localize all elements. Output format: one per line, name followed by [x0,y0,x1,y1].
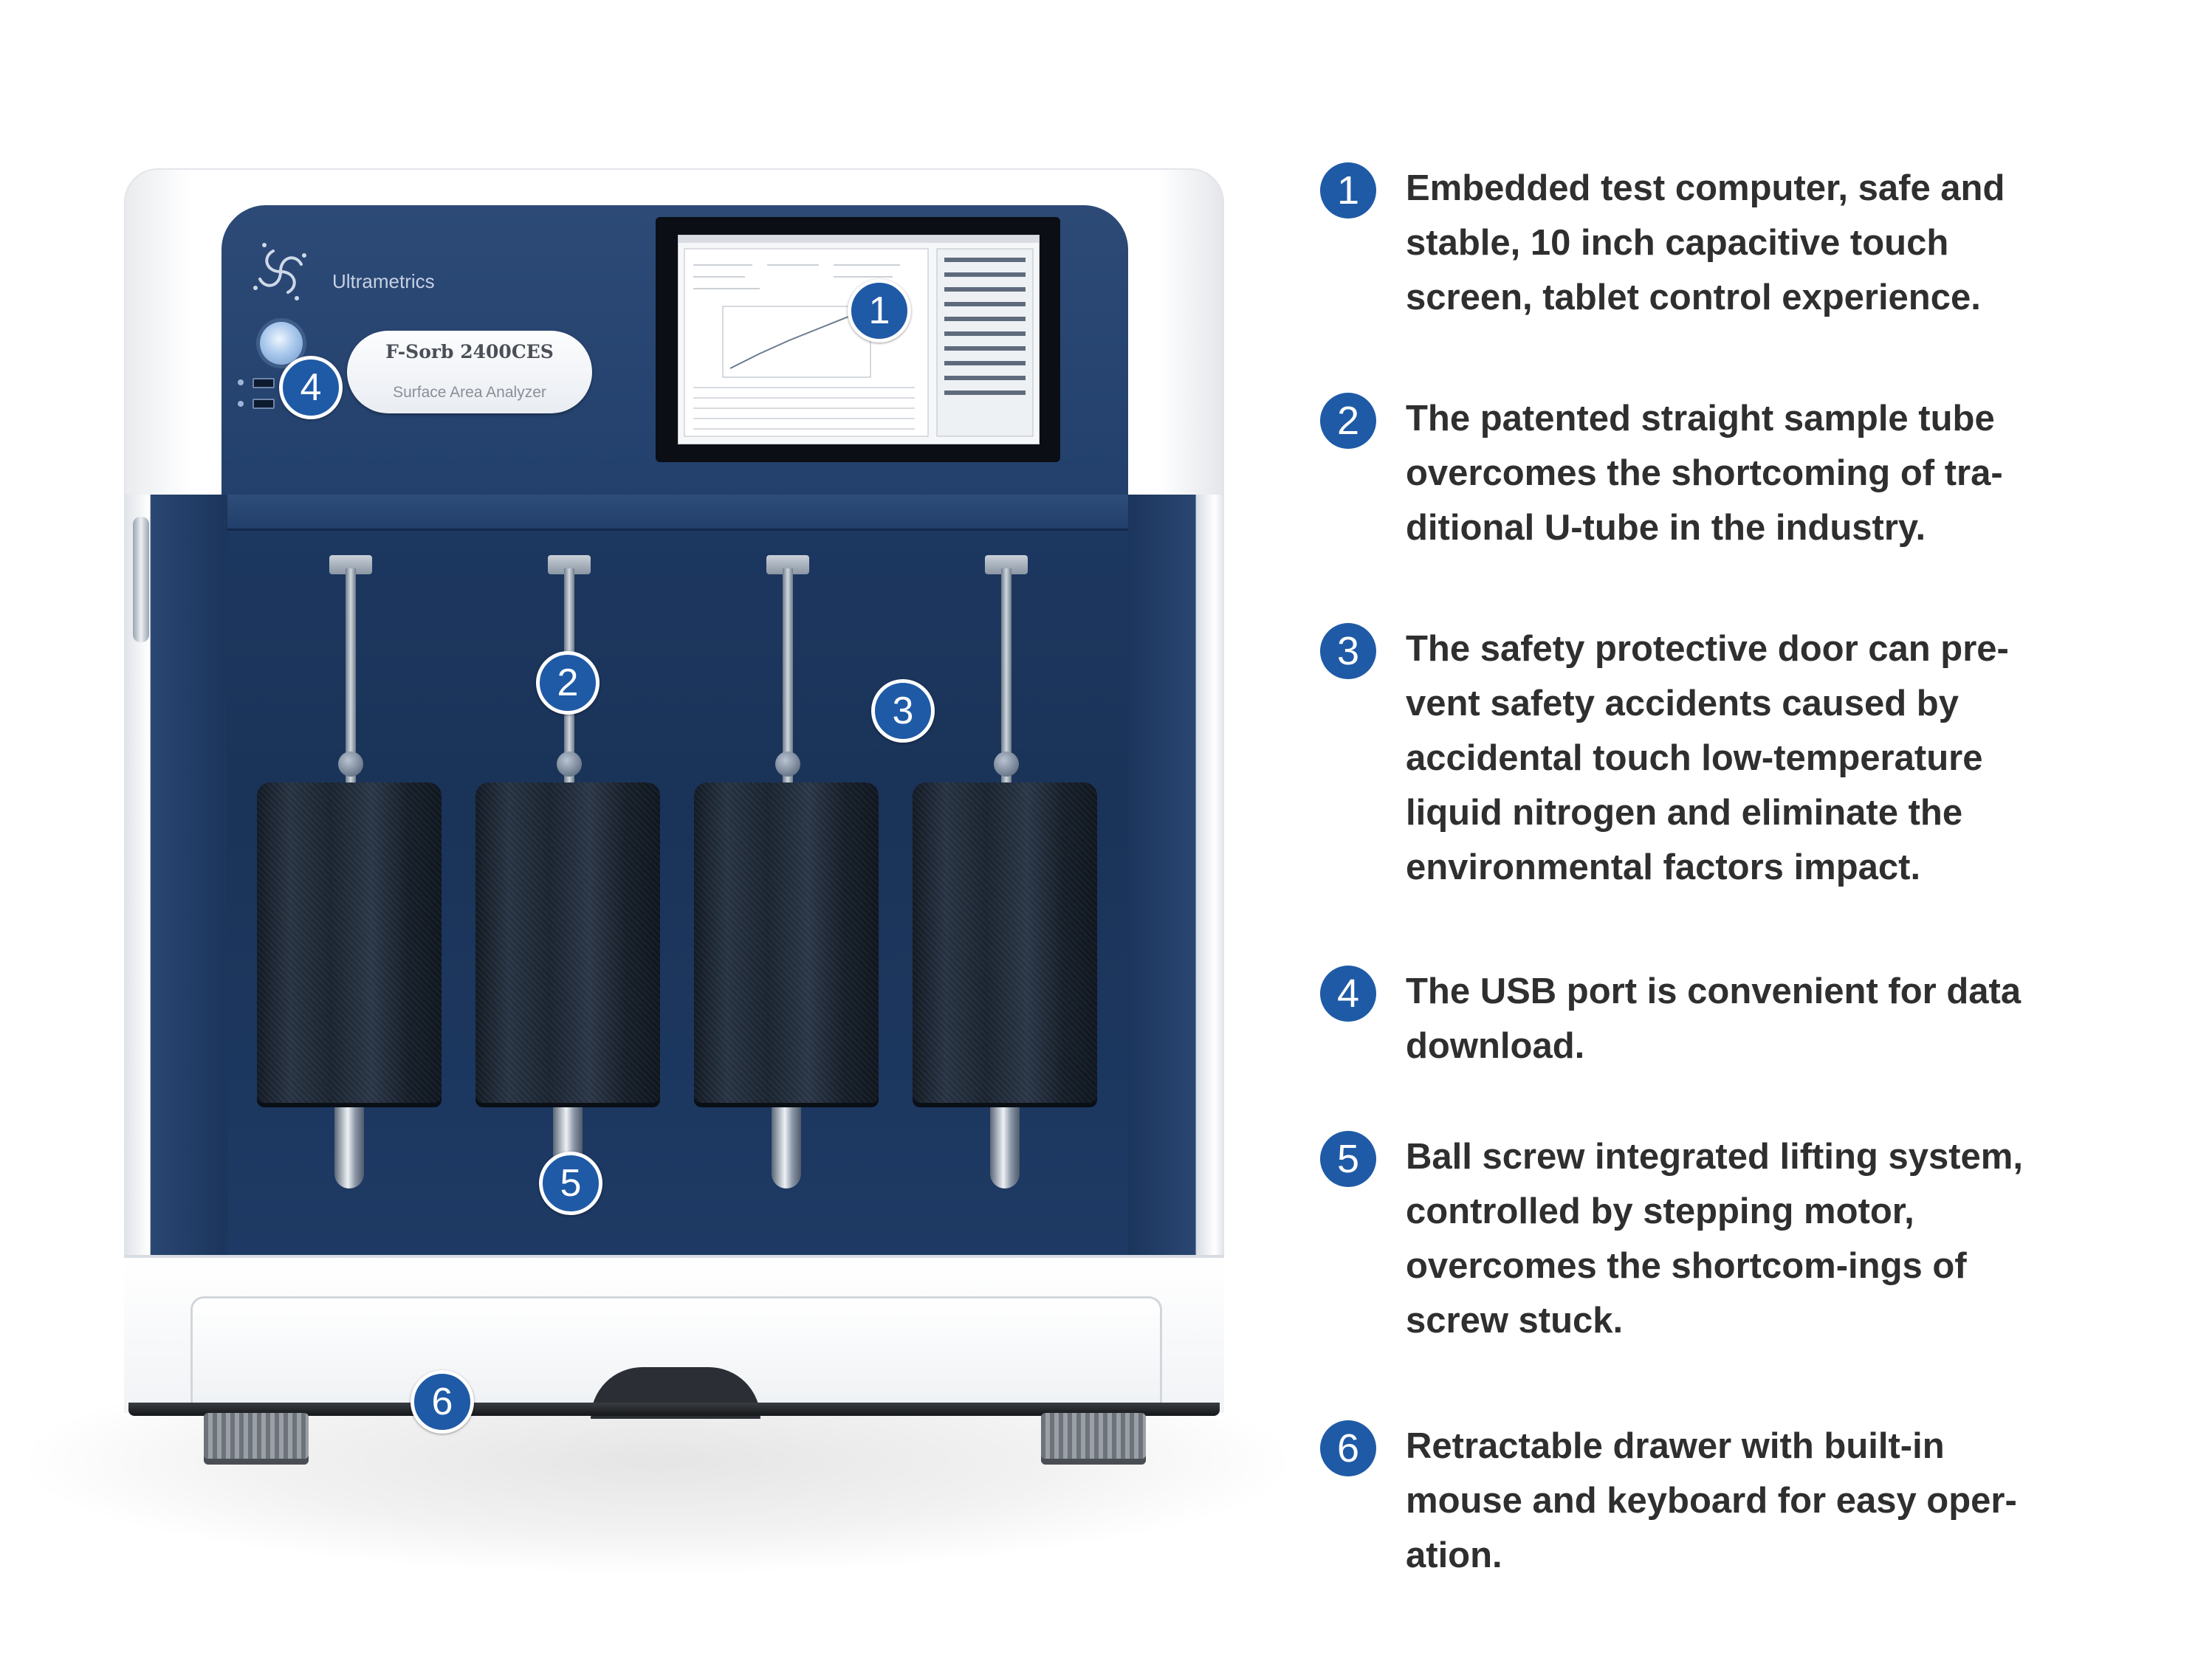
sample-tube [334,1107,364,1189]
feature-item: 5 Ball screw integrated lifting system, … [1320,1129,2058,1358]
sample-bulb [557,751,582,777]
brand-logo-icon [253,243,306,300]
status-led [238,379,244,385]
instrument-foot [1041,1413,1146,1459]
feature-number-badge: 4 [1320,966,1376,1022]
dewar-flask [913,782,1097,1107]
base-trim [128,1403,1220,1416]
feature-item: 2 The patented straight sample tube over… [1320,391,2058,561]
feature-number-badge: 3 [1320,623,1376,679]
dewar-flask [475,782,660,1107]
callout-2: 2 [536,651,600,715]
model-plate: F-Sorb 2400CES Surface Area Analyzer [347,331,592,413]
model-subtitle: Surface Area Analyzer [393,384,546,401]
instrument-foot [204,1413,309,1459]
feature-description: Retractable drawer with built-in mouse a… [1406,1426,2017,1575]
feature-description: Ball screw integrated lifting system, co… [1406,1137,2023,1341]
gas-manifold [227,495,1128,531]
feature-number-badge: 1 [1320,162,1376,219]
usb-port[interactable] [253,399,275,409]
screen-content [679,235,1039,437]
ball-screw-rod [1001,568,1011,790]
callout-1: 1 [848,279,911,343]
feature-description: The patented straight sample tube overco… [1406,399,2003,548]
callout-6: 6 [411,1370,474,1434]
sample-tube [772,1107,801,1189]
touch-screen[interactable] [678,235,1040,444]
status-led [238,401,244,407]
feature-item: 3 The safety protective door can pre-ven… [1320,622,2058,902]
feature-number-badge: 6 [1320,1420,1376,1476]
protective-door-edge [1128,495,1224,1255]
sample-bulb [338,751,363,777]
ball-screw-rod [346,568,356,790]
dewar-flask [257,782,442,1107]
brand-name: Ultrametrics [332,270,435,292]
feature-item: 6 Retractable drawer with built-in mouse… [1320,1419,2058,1596]
sample-bulb [775,751,800,777]
callout-3: 3 [871,679,935,743]
instrument-illustration: Ultrametrics F-Sorb 2400CES Surface Area… [124,168,1224,1459]
callout-4: 4 [279,356,343,419]
feature-description: The safety protective door can pre-vent … [1406,629,2009,887]
feature-item: 4 The USB port is convenient for data do… [1320,964,2058,1082]
dewar-flask [694,782,879,1107]
door-handle[interactable] [133,517,149,642]
feature-description: Embedded test computer, safe and stable,… [1406,168,2005,317]
feature-item: 1 Embedded test computer, safe and stabl… [1320,161,2058,331]
sample-tube [990,1107,1020,1189]
feature-number-badge: 5 [1320,1131,1376,1187]
ball-screw-rod [783,568,793,790]
feature-number-badge: 2 [1320,393,1376,449]
sample-bulb [994,751,1019,777]
feature-description: The USB port is convenient for data down… [1406,971,2022,1066]
usb-port[interactable] [253,378,275,388]
model-name: F-Sorb 2400CES [385,341,554,362]
callout-5: 5 [539,1152,602,1215]
power-button[interactable] [260,322,303,365]
